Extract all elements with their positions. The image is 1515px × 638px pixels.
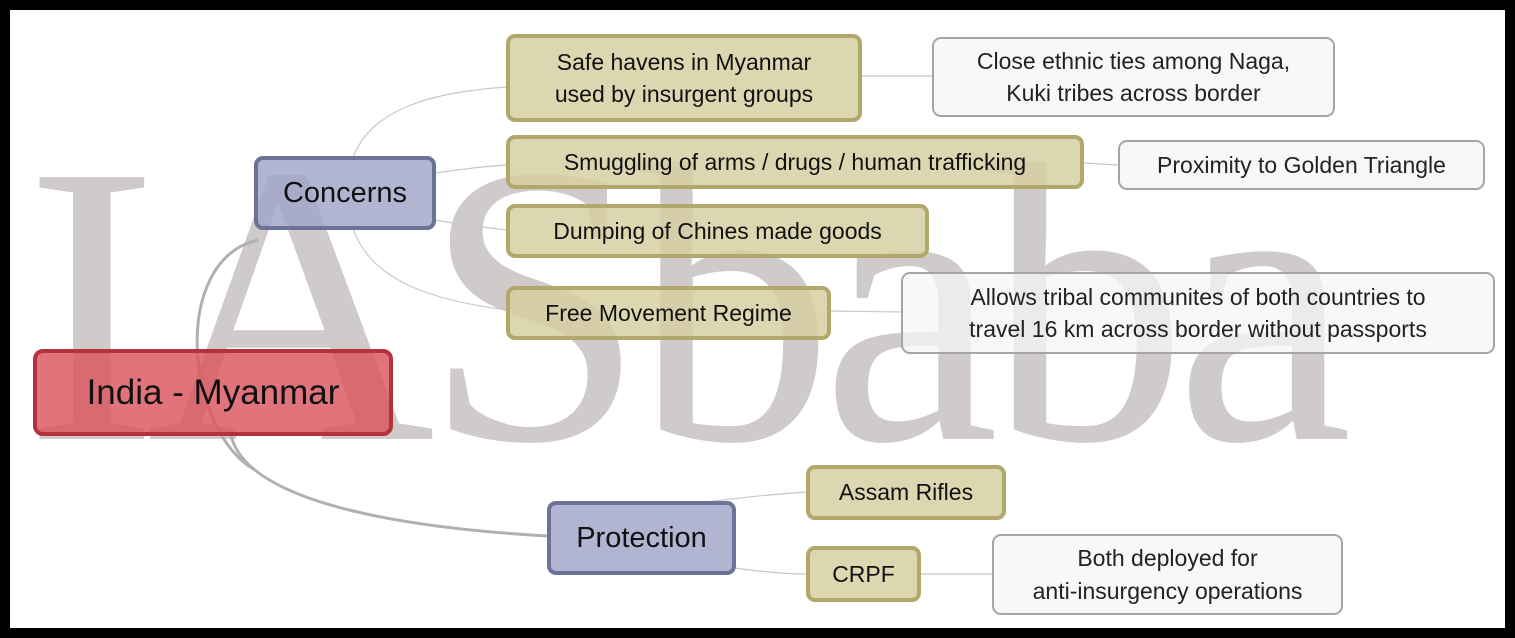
- concerns-label: Concerns: [282, 176, 408, 209]
- fmr-note: Allows tribal communites of both countri…: [901, 272, 1495, 354]
- root-to-concerns-line: [195, 238, 259, 472]
- concerns-to-dumping-line: [434, 219, 508, 231]
- free-movement-regime-node[interactable]: Free Movement Regime: [506, 286, 831, 340]
- golden-triangle-note: Proximity to Golden Triangle: [1118, 140, 1485, 190]
- concerns-node[interactable]: Concerns: [254, 156, 436, 230]
- anti-insurgency-note: Both deployed for anti-insurgency operat…: [992, 534, 1343, 615]
- ethnic-ties-note: Close ethnic ties among Naga, Kuki tribe…: [932, 37, 1335, 117]
- smuggling-node[interactable]: Smuggling of arms / drugs / human traffi…: [506, 135, 1084, 189]
- concerns-to-smuggling-line: [434, 164, 508, 174]
- fmr-note-line2: travel 16 km across border without passp…: [969, 316, 1427, 342]
- safe-havens-line1: Safe havens in Myanmar: [556, 48, 812, 75]
- smuggling-label: Smuggling of arms / drugs / human traffi…: [563, 148, 1027, 175]
- root-node[interactable]: India - Myanmar: [33, 349, 393, 436]
- safe-havens-node[interactable]: Safe havens in Myanmar used by insurgent…: [506, 34, 862, 122]
- ethnic-ties-note-line2: Kuki tribes across border: [1006, 80, 1261, 106]
- concerns-to-safe-havens-line: [352, 86, 508, 159]
- assam-rifles-node[interactable]: Assam Rifles: [806, 465, 1006, 520]
- fmr-to-note-line: [829, 310, 903, 313]
- smuggling-to-note-line: [1082, 162, 1119, 166]
- connector-lines: [195, 75, 1119, 575]
- anti-insurgency-note-line1: Both deployed for: [1077, 545, 1258, 572]
- free-movement-regime-label: Free Movement Regime: [545, 299, 792, 326]
- root-label: India - Myanmar: [86, 372, 340, 412]
- golden-triangle-note-text: Proximity to Golden Triangle: [1157, 151, 1446, 178]
- safe-havens-line2: used by insurgent groups: [554, 81, 814, 107]
- protection-to-assam-rifles-line: [699, 491, 808, 504]
- assam-rifles-label: Assam Rifles: [838, 479, 974, 506]
- crpf-node[interactable]: CRPF: [806, 546, 921, 602]
- mindmap-canvas: IASbaba India - Myanmar Concerns Protect…: [10, 10, 1505, 628]
- protection-label: Protection: [576, 521, 707, 554]
- fmr-note-line1: Allows tribal communites of both countri…: [970, 283, 1426, 310]
- dumping-node[interactable]: Dumping of Chines made goods: [506, 204, 929, 258]
- protection-node[interactable]: Protection: [547, 501, 736, 575]
- concerns-to-fmr-line: [352, 227, 508, 311]
- ethnic-ties-note-line1: Close ethnic ties among Naga,: [976, 47, 1291, 74]
- root-to-protection-line: [228, 429, 549, 538]
- anti-insurgency-note-line2: anti-insurgency operations: [1032, 577, 1303, 604]
- dumping-label: Dumping of Chines made goods: [553, 217, 882, 244]
- protection-to-crpf-line: [734, 567, 808, 575]
- crpf-label: CRPF: [832, 560, 895, 587]
